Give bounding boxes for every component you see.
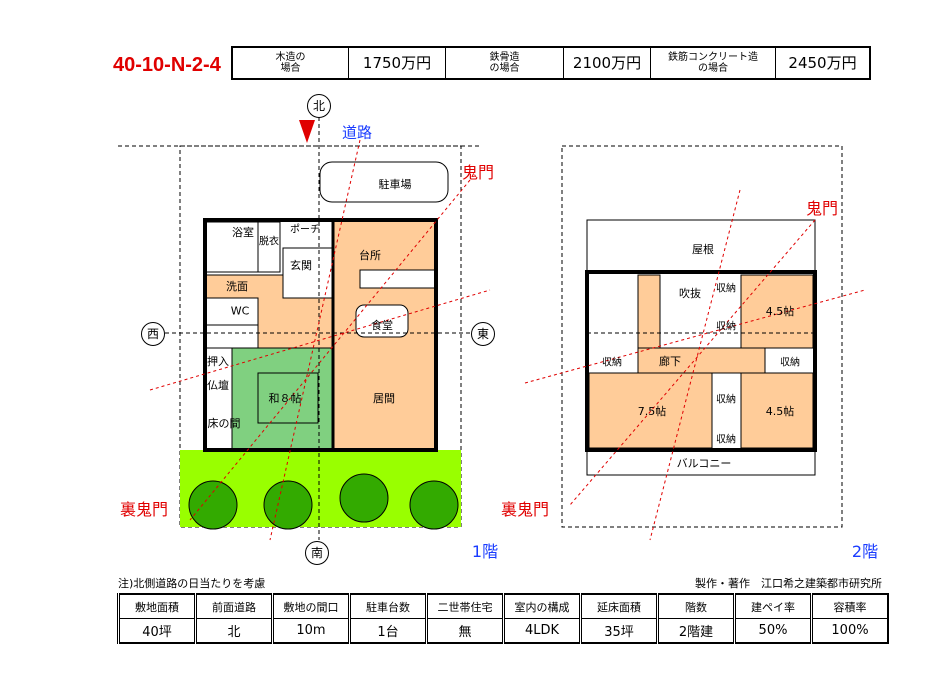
- label-storage: 収納: [716, 434, 736, 446]
- spec-header: 駐車台数: [348, 593, 427, 619]
- label-dressing: 脱衣: [259, 236, 279, 248]
- spec-header-row: 敷地面積前面道路敷地の間口駐車台数二世帯住宅室内の構成延床面積階数建ペイ率容積率: [117, 593, 889, 619]
- spec-header: 建ペイ率: [733, 593, 812, 619]
- label-parking: 駐車場: [378, 178, 412, 191]
- label-void: 吹抜: [679, 287, 701, 300]
- car-icon: [319, 161, 449, 203]
- floor2-title: 2階: [851, 542, 879, 561]
- price-value-steel: 2100万円: [563, 46, 651, 80]
- label-room-sw: 7.5帖: [637, 405, 667, 418]
- tree-icon: [339, 473, 389, 523]
- kimon-label-2f: 鬼門: [805, 199, 839, 218]
- tree-icon: [409, 480, 459, 530]
- label-room-se: 4.5帖: [765, 405, 795, 418]
- kitchen-counter: [359, 269, 437, 289]
- label-wc: WC: [230, 304, 250, 318]
- spec-value: 4LDK: [502, 618, 581, 644]
- spec-value: 北: [194, 618, 273, 644]
- label-japanese: 和８帖: [268, 392, 302, 405]
- label-storage: 収納: [716, 321, 736, 333]
- spec-value: 35坪: [579, 618, 658, 644]
- price-table: 木造の場合 1750万円 鉄骨造の場合 2100万円 鉄筋コンクリート造の場合 …: [231, 46, 871, 80]
- note: 注)北側道路の日当たりを考慮: [118, 577, 266, 590]
- spec-value: 10m: [271, 618, 350, 644]
- urakimon-label-2f: 裏鬼門: [500, 500, 550, 519]
- label-dining: 食堂: [371, 319, 393, 332]
- price-value-rc: 2450万円: [775, 46, 871, 80]
- spec-header: 敷地の間口: [271, 593, 350, 619]
- spec-value: 50%: [733, 618, 812, 644]
- compass-south: 南: [305, 541, 329, 565]
- label-closet: 押入: [207, 355, 229, 368]
- spec-table: 敷地面積前面道路敷地の間口駐車台数二世帯住宅室内の構成延床面積階数建ペイ率容積率…: [117, 593, 889, 644]
- label-roof: 屋根: [692, 243, 714, 256]
- room-wc: [204, 297, 259, 326]
- spec-header: 階数: [656, 593, 735, 619]
- tree-icon: [188, 480, 238, 530]
- label-washroom: 洗面: [226, 280, 248, 293]
- label-kitchen: 台所: [359, 249, 381, 262]
- label-storage: 収納: [716, 394, 736, 406]
- road-label: 道路: [341, 123, 373, 142]
- tatami: [257, 372, 319, 424]
- price-label-rc: 鉄筋コンクリート造の場合: [650, 46, 776, 80]
- spec-header: 二世帯住宅: [425, 593, 504, 619]
- price-label-wood: 木造の場合: [231, 46, 349, 80]
- spec-header: 容積率: [810, 593, 889, 619]
- label-corridor: 廊下: [659, 355, 681, 368]
- price-value-wood: 1750万円: [348, 46, 446, 80]
- kimon-label-1f: 鬼門: [461, 163, 495, 182]
- label-altar: 仏壇: [207, 379, 229, 392]
- spec-value: 無: [425, 618, 504, 644]
- label-bath: 浴室: [232, 226, 254, 239]
- label-balcony: バルコニー: [676, 457, 732, 470]
- spec-header: 室内の構成: [502, 593, 581, 619]
- trees: [188, 473, 459, 530]
- site-boundary-2f: [561, 145, 843, 528]
- room-bath: [204, 221, 259, 273]
- corridor: [637, 347, 766, 374]
- roof-2f: [586, 219, 816, 273]
- spec-header: 敷地面積: [117, 593, 196, 619]
- room-entrance: [282, 247, 334, 299]
- plan-code: 40-10-N-2-4: [113, 54, 221, 76]
- compass-west: 西: [141, 322, 165, 346]
- label-porch: ポーチ: [290, 224, 320, 236]
- spec-value: 40坪: [117, 618, 196, 644]
- label-living: 居間: [373, 392, 395, 405]
- dining-table: [355, 304, 409, 338]
- urakimon-label-1f: 裏鬼門: [119, 500, 169, 519]
- label-storage: 収納: [716, 283, 736, 295]
- floor1-title: 1階: [471, 542, 499, 561]
- label-storage: 収納: [780, 357, 800, 369]
- label-tokonoma: 床の間: [207, 417, 241, 430]
- balcony: [586, 449, 816, 476]
- label-storage: 収納: [602, 357, 622, 369]
- spec-header: 前面道路: [194, 593, 273, 619]
- author-credit: 製作・著作 江口希之建築都市研究所: [695, 577, 882, 590]
- price-label-steel: 鉄骨造の場合: [445, 46, 564, 80]
- label-entrance: 玄関: [290, 259, 312, 272]
- compass-east: 東: [471, 322, 495, 346]
- closets: [204, 347, 233, 451]
- label-room-ne: 4.5帖: [765, 305, 795, 318]
- site-boundary-1f: [179, 145, 462, 528]
- spec-value: 1台: [348, 618, 427, 644]
- compass-north: 北: [307, 94, 331, 118]
- stairs: [204, 324, 259, 349]
- spec-value: 2階建: [656, 618, 735, 644]
- spec-header: 延床面積: [579, 593, 658, 619]
- spec-value: 100%: [810, 618, 889, 644]
- north-arrow-icon: [299, 120, 315, 143]
- tree-icon: [263, 480, 313, 530]
